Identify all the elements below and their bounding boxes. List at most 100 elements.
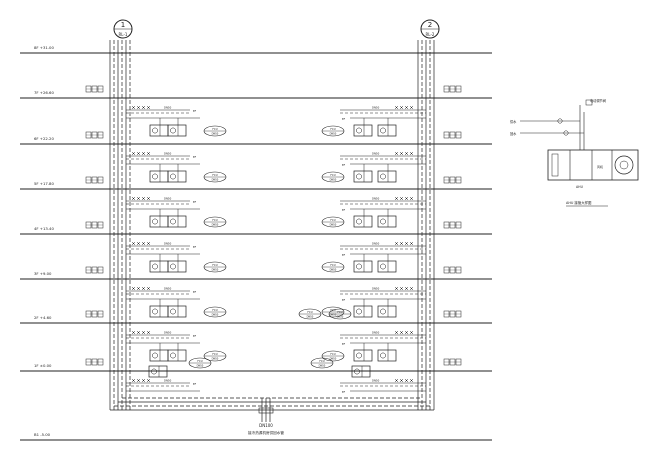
ellipse-tag-bottom: DN50 <box>197 365 204 368</box>
detail-unit-tag: AHU <box>576 185 584 189</box>
floor-tag-block <box>443 221 462 229</box>
ellipse-tag-bottom: DN50 <box>330 224 337 227</box>
floor-tag-block <box>85 221 104 229</box>
branch-size-label-left: DN50 <box>164 197 172 201</box>
branch-note-right: EF <box>342 253 346 257</box>
bottom-pipe-size: DN100 <box>259 423 273 428</box>
ellipse-tag-bottom: DN50 <box>330 179 337 182</box>
valve-symbol <box>404 151 409 156</box>
fan-icon <box>380 127 386 134</box>
valve-symbol <box>409 330 414 335</box>
branch-size-label-left: DN50 <box>164 331 172 335</box>
detail-fan-tag: 风机 <box>597 164 603 169</box>
valve-symbol <box>404 105 409 110</box>
valve-symbol <box>399 241 404 246</box>
valve-symbol <box>399 196 404 201</box>
fan-icon <box>170 127 176 134</box>
valve-symbol <box>146 330 151 335</box>
fan-icon <box>356 352 362 359</box>
valve-symbol <box>394 378 399 383</box>
valve-symbol <box>141 378 146 383</box>
ellipse-tag-bottom: DN50 <box>212 269 219 272</box>
valve-symbol <box>136 241 141 246</box>
valve-symbol <box>399 286 404 291</box>
fan-coil-unit <box>167 260 187 273</box>
ellipse-tag-bottom: DN50 <box>330 269 337 272</box>
floor-label-F6: 6F +22.20 <box>34 136 54 141</box>
valve-symbol <box>146 105 151 110</box>
branch-size-label-right: DN50 <box>372 287 380 291</box>
valve-symbol <box>399 378 404 383</box>
ellipse-tag-top: FCU <box>212 218 217 222</box>
ellipse-tag-bottom: DN50 <box>212 224 219 227</box>
fan-coil-unit <box>351 365 371 378</box>
fan-icon <box>356 308 362 315</box>
ellipse-tag-bottom: DN50 <box>307 316 314 319</box>
valve-symbol <box>131 286 136 291</box>
valve-symbol <box>146 286 151 291</box>
fan-icon <box>170 173 176 180</box>
floor-label-F7: 7F +26.60 <box>34 90 54 95</box>
floor-tag-block <box>443 131 462 139</box>
branch-note-right: EF <box>342 208 346 212</box>
detail-fan-hub <box>619 160 629 170</box>
fan-coil-unit <box>149 170 169 183</box>
fan-coil-unit <box>377 215 397 228</box>
branch-size-label-right: DN50 <box>372 152 380 156</box>
valve-symbol <box>131 241 136 246</box>
fan-icon <box>380 173 386 180</box>
branch-note-right: EF <box>342 342 346 346</box>
valve-symbol <box>136 330 141 335</box>
floor-tag-block <box>443 266 462 274</box>
ellipse-tag-top: FCU <box>330 352 335 356</box>
ellipse-tag-top: FCU <box>330 263 335 267</box>
valve-symbol <box>404 330 409 335</box>
valve-symbol <box>141 151 146 156</box>
valve-symbol <box>409 151 414 156</box>
detail-valve-icon <box>563 130 569 136</box>
fan-icon <box>152 263 158 270</box>
floor-label-F1: 1F ±0.00 <box>34 363 52 368</box>
floor-tag-block <box>85 358 104 366</box>
valve-symbol <box>146 151 151 156</box>
valve-symbol <box>131 151 136 156</box>
detail-return-label: 回水 <box>510 131 517 136</box>
floor-label-F5: 5F +17.80 <box>34 181 54 186</box>
branch-note-left: EF <box>193 155 197 159</box>
fan-icon <box>354 368 360 375</box>
fan-coil-unit <box>353 170 373 183</box>
ellipse-tag-top: FCU <box>307 310 312 314</box>
branch-note-left: EF <box>193 109 197 113</box>
valve-symbol <box>131 196 136 201</box>
ellipse-tag-bottom: DN50 <box>212 133 219 136</box>
detail-fan-icon <box>614 155 634 175</box>
valve-symbol <box>141 105 146 110</box>
branch-note-right: EF <box>342 390 346 394</box>
ellipse-tag-top: FCU <box>330 218 335 222</box>
valve-symbol <box>394 151 399 156</box>
valve-symbol <box>399 105 404 110</box>
fan-coil-unit <box>167 305 187 318</box>
branch-size-label-left: DN50 <box>164 287 172 291</box>
branch-note-right: EF <box>342 163 346 167</box>
fan-icon <box>170 308 176 315</box>
fan-coil-unit <box>377 170 397 183</box>
valve-symbol <box>141 286 146 291</box>
detail-ahu-body <box>547 149 639 181</box>
valve-symbol <box>409 286 414 291</box>
detail-title: AHU 接管大样图 <box>566 200 592 205</box>
fan-coil-unit <box>377 260 397 273</box>
valve-symbol <box>136 196 141 201</box>
riser-left-number: 1 <box>121 21 125 29</box>
valve-symbol <box>409 196 414 201</box>
fan-coil-unit <box>353 124 373 137</box>
ellipse-tag-bottom: DN50 <box>330 133 337 136</box>
valve-symbol <box>394 241 399 246</box>
valve-symbol <box>394 196 399 201</box>
branch-note-left: EF <box>193 382 197 386</box>
fan-coil-unit <box>149 124 169 137</box>
